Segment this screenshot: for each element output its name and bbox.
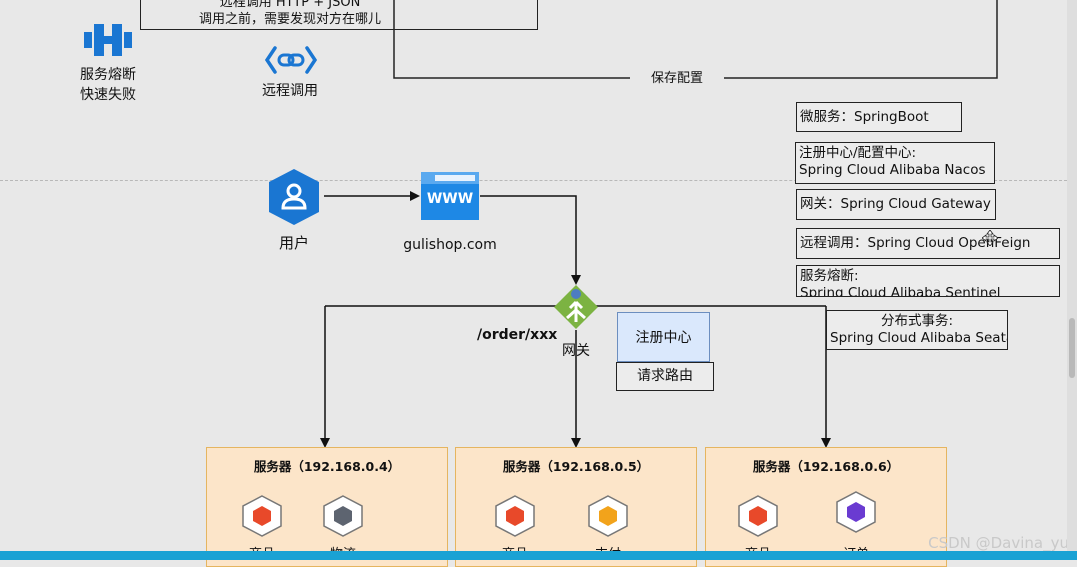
website-icon: WWW	[421, 172, 479, 220]
product-cube-icon	[738, 495, 778, 537]
remote-call-icon	[265, 46, 317, 74]
server-box-3: 服务器（192.168.0.6） 商品 订单	[705, 447, 947, 567]
tech-springboot: 微服务：SpringBoot	[796, 102, 962, 132]
site-to-gateway-arrow	[480, 195, 581, 285]
tech-sentinel-line1: 服务熔断:	[800, 268, 859, 284]
tech-gateway-text: 网关：Spring Cloud Gateway	[800, 196, 991, 212]
tech-seata: 分布式事务: Spring Cloud Alibaba Seata	[826, 310, 1008, 350]
tech-openfeign-text: 远程调用：Spring Cloud OpenFeign	[800, 235, 1031, 251]
circuit-breaker-icon	[84, 24, 132, 56]
scrollbar-thumb[interactable]	[1069, 318, 1075, 378]
user-icon	[269, 169, 319, 225]
tech-openfeign: 远程调用：Spring Cloud OpenFeign	[796, 228, 1060, 259]
tech-nacos-line2: Spring Cloud Alibaba Nacos	[799, 162, 986, 178]
watermark: CSDN @Davina_yu	[928, 534, 1069, 552]
tech-sentinel-line2: Spring Cloud Alibaba Sentinel	[800, 285, 1001, 297]
section-divider	[0, 180, 1067, 181]
tech-nacos-line1: 注册中心/配置中心:	[799, 145, 917, 161]
request-routing-box: 请求路由	[616, 362, 714, 391]
server-box-2: 服务器（192.168.0.5） 商品 支付	[455, 447, 697, 567]
product-cube-icon	[242, 495, 282, 537]
tech-nacos: 注册中心/配置中心: Spring Cloud Alibaba Nacos	[795, 142, 995, 184]
gateway-icon	[554, 285, 598, 329]
route-label: /order/xxx	[477, 327, 558, 343]
user-label: 用户	[278, 234, 309, 252]
circuit-breaker-label-2: 快速失败	[80, 87, 136, 103]
tech-springboot-text: 微服务：SpringBoot	[800, 109, 929, 125]
tech-seata-line1: 分布式事务:	[880, 313, 954, 329]
server-title-3: 服务器（192.168.0.6）	[752, 459, 900, 474]
remote-call-label: 远程调用	[262, 83, 318, 99]
server-box-1: 服务器（192.168.0.4） 商品 物流	[206, 447, 448, 567]
www-text: WWW	[426, 191, 474, 207]
order-cube-icon	[836, 491, 876, 533]
server-title-2: 服务器（192.168.0.5）	[502, 459, 650, 474]
registry-center-box: 注册中心	[617, 312, 710, 362]
remote-call-note	[140, 0, 538, 30]
save-config-label: 保存配置	[630, 71, 724, 87]
vertical-scrollbar[interactable]	[1067, 0, 1077, 551]
tech-gateway: 网关：Spring Cloud Gateway	[796, 189, 996, 220]
move-cursor-icon	[982, 230, 998, 246]
logistics-cube-icon	[323, 495, 363, 537]
payment-cube-icon	[588, 495, 628, 537]
gateway-label: 网关	[562, 343, 590, 359]
product-cube-icon	[495, 495, 535, 537]
site-label: gulishop.com	[403, 237, 497, 253]
tech-sentinel: 服务熔断: Spring Cloud Alibaba Sentinel	[796, 265, 1060, 297]
remote-call-line2: 调用之前，需要发现对方在哪儿	[198, 12, 381, 27]
tech-seata-line2: Spring Cloud Alibaba Seata	[830, 330, 1008, 346]
remote-call-line1: 远程调用 HTTP + JSON	[219, 0, 361, 10]
browser-address	[435, 175, 475, 181]
circuit-breaker-label-1: 服务熔断	[80, 67, 136, 83]
bottom-progress-bar	[0, 551, 1077, 560]
server-title-1: 服务器（192.168.0.4）	[253, 459, 401, 474]
